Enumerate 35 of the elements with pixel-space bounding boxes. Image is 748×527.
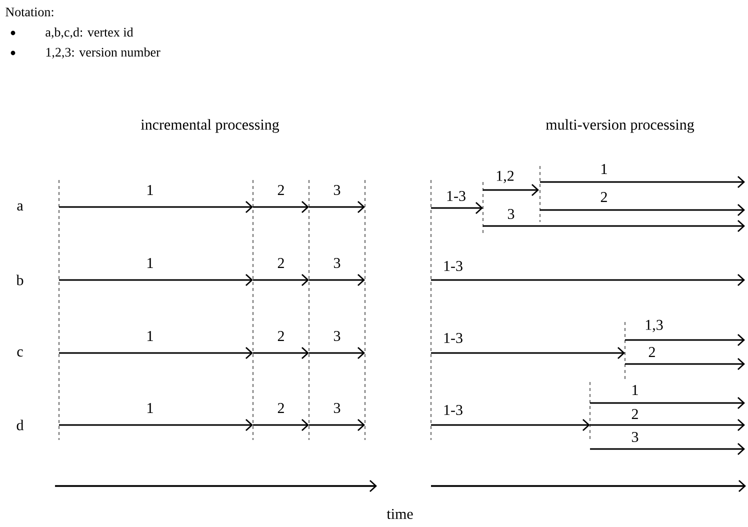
arrow-label: 1,2 [496, 170, 514, 184]
arrow-label: 1-3 [444, 260, 462, 272]
bullet-text: a,b,c,d: vertex id [46, 28, 134, 39]
row-label: b [16, 274, 24, 286]
arrow-label: 2 [278, 331, 284, 341]
row-label: c [17, 349, 23, 357]
arrow-label: 3 [334, 330, 340, 342]
bullet-text: 1,2,3: version number [46, 48, 160, 59]
arrow-label: 1 [602, 164, 607, 174]
arrow-label: 1 [148, 185, 153, 195]
arrow-label: 1 [148, 403, 153, 413]
arrow-label: 3 [334, 402, 340, 414]
arrow-label: 2 [278, 185, 284, 195]
arrow-label: 1-3 [444, 332, 462, 344]
arrow-label: 2 [278, 403, 284, 413]
arrow-label: 1 [632, 385, 638, 395]
arrow-label: 2 [278, 258, 284, 268]
row-label: d [16, 420, 24, 430]
axis-label: time [386, 508, 413, 520]
arrow-label: 2 [600, 192, 607, 202]
arrow-label: 1-3 [447, 190, 466, 202]
arrow-label: 3 [334, 258, 340, 268]
row-label: a [17, 203, 24, 211]
arrow-label: 2 [648, 347, 655, 357]
arrow-label: 3 [334, 184, 340, 196]
arrow-label: 3 [632, 432, 638, 442]
arrow-label: 3 [508, 208, 514, 220]
arrow-label: 1-3 [444, 404, 462, 416]
heading: Notation: [6, 8, 54, 16]
panel-title: incremental processing [140, 119, 280, 133]
panel-title: multi-version processing [546, 119, 694, 133]
arrow-label: 1 [148, 258, 153, 268]
arrow-label: 2 [632, 409, 638, 419]
arrow-label: 1,3 [646, 320, 663, 332]
arrow-label: 1 [148, 331, 153, 341]
